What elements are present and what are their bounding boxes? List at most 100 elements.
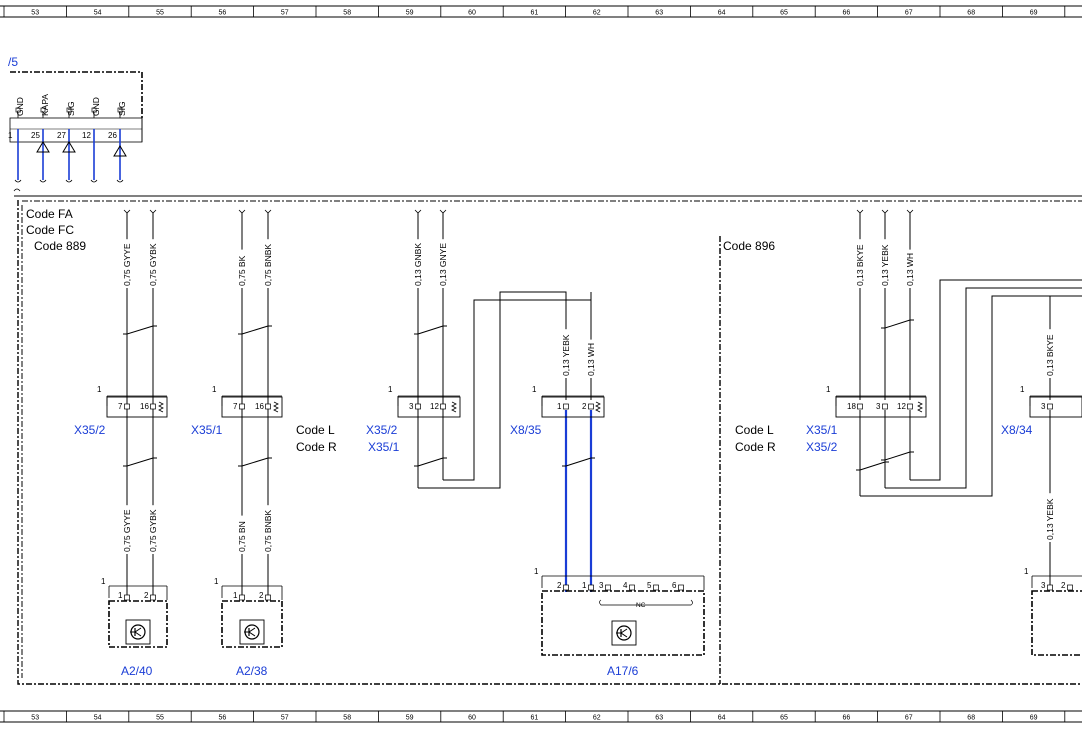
transistor-icon	[134, 631, 142, 637]
transistor-icon	[248, 631, 256, 637]
ruler-column-number: 63	[655, 715, 663, 722]
upper-connector-pin-number: 1	[8, 131, 13, 140]
wire-label-lower: 0,75 BNBK	[263, 510, 273, 552]
code-889-label: Code 889	[34, 239, 86, 253]
connector-pin-number: 18	[847, 402, 856, 411]
ruler-column-number: 64	[718, 715, 726, 722]
wire-top-terminal-icon	[906, 209, 914, 214]
connector-pin-number: 7	[118, 402, 123, 411]
ruler-column-number: 58	[343, 10, 351, 17]
wire-break-icon	[13, 188, 21, 192]
ruler-column-number: 54	[94, 715, 102, 722]
ruler-column-number: 66	[843, 10, 851, 17]
wire-label-lower: 0,75 GYBK	[148, 509, 158, 552]
twist-mark	[241, 457, 269, 467]
upper-pin-terminal	[91, 107, 97, 113]
ruler-column-number: 68	[967, 10, 975, 17]
component-outline	[541, 590, 705, 656]
connector-terminal	[588, 403, 594, 410]
twist-mark	[859, 461, 886, 471]
connector-terminal	[882, 403, 888, 410]
ruler-column-number: 54	[94, 10, 102, 17]
nc-bracket	[599, 599, 693, 606]
component-terminal	[265, 594, 271, 601]
wire-label-upper: 0,13 WH	[905, 253, 915, 286]
connector-terminal	[415, 403, 421, 410]
label-bg	[237, 515, 247, 554]
component-pin-number: 1	[118, 591, 123, 600]
connector-pin-number: 1	[557, 402, 562, 411]
component-pin-number: 4	[623, 581, 628, 590]
ruler-column-number: 60	[468, 10, 476, 17]
wire-segment	[910, 279, 1082, 481]
connector-labels: X35/2 X35/1 X35/2 X35/1 X8/35 X35/1 X35/…	[74, 423, 1033, 678]
wire-label-lower: 0,75 BN	[237, 521, 247, 552]
ruler-column-number: 53	[31, 10, 39, 17]
connector-terminal	[239, 403, 245, 410]
component-terminal	[678, 584, 684, 591]
component-pin-number: 2	[557, 581, 562, 590]
code-fc-label: Code FC	[26, 223, 74, 237]
connector-terminal	[907, 403, 913, 410]
label-bg	[586, 339, 596, 378]
component-outline	[221, 600, 283, 648]
ruler-column-number: 58	[343, 715, 351, 722]
twist-mark	[417, 325, 444, 335]
upper-connector-pin-name: SIG	[117, 101, 127, 116]
code-fa-label: Code FA	[26, 207, 73, 221]
block-marker-number: 1	[97, 385, 102, 394]
component-terminal	[1067, 584, 1073, 591]
connector-pin-number: 2	[582, 402, 587, 411]
wire-segment	[443, 299, 591, 481]
upper-connector-pin-number: 26	[108, 131, 117, 140]
block-marker-number: 1	[534, 567, 539, 576]
wire-label-upper: 0,13 GNBK	[413, 243, 423, 286]
connector-pin-number: 12	[897, 402, 906, 411]
resistor-icon	[595, 401, 601, 413]
wire-segment	[860, 295, 1082, 497]
connector-body	[221, 396, 283, 418]
transistor-icon	[620, 632, 628, 638]
ruler-column-number: 65	[780, 10, 788, 17]
label-bg	[237, 249, 247, 288]
block-marker-number: 1	[532, 385, 537, 394]
connector-terminal	[563, 403, 569, 410]
component-terminal	[605, 584, 611, 591]
sensor-frame	[611, 620, 637, 646]
sensor-frame	[125, 619, 151, 645]
connector-terminal	[150, 403, 156, 410]
twist-mark	[126, 457, 154, 467]
component-terminal	[588, 584, 594, 591]
component-bracket	[108, 585, 167, 598]
label-bg	[905, 249, 915, 288]
connector-x35-1-a: X35/1	[191, 423, 223, 437]
wire-segment	[418, 291, 567, 489]
upper-connector-pin-name: KAPA	[40, 94, 50, 116]
label-bg	[855, 239, 865, 288]
component-a2-38: A2/38	[236, 664, 268, 678]
ruler-column-number: 56	[219, 715, 227, 722]
label-bg	[1045, 493, 1055, 542]
ruler-column-number: 69	[1030, 715, 1038, 722]
connector-body	[106, 396, 168, 418]
connector-x35-2-a: X35/2	[74, 423, 106, 437]
ruler-column-number: 57	[281, 10, 289, 17]
ruler-column-number: 62	[593, 715, 601, 722]
wire-top-terminal-icon	[123, 209, 131, 214]
upper-connector-pin-name: SIG	[66, 101, 76, 116]
upper-connector-pin-name: GND	[91, 97, 101, 116]
component-outline	[1031, 590, 1082, 656]
component-terminal	[124, 594, 130, 601]
upper-pin-terminal	[40, 107, 46, 113]
component-pin-number: 3	[1041, 581, 1046, 590]
wire-top-terminal-icon	[881, 209, 889, 214]
label-bg	[148, 239, 158, 288]
block-marker-number: 1	[388, 385, 393, 394]
